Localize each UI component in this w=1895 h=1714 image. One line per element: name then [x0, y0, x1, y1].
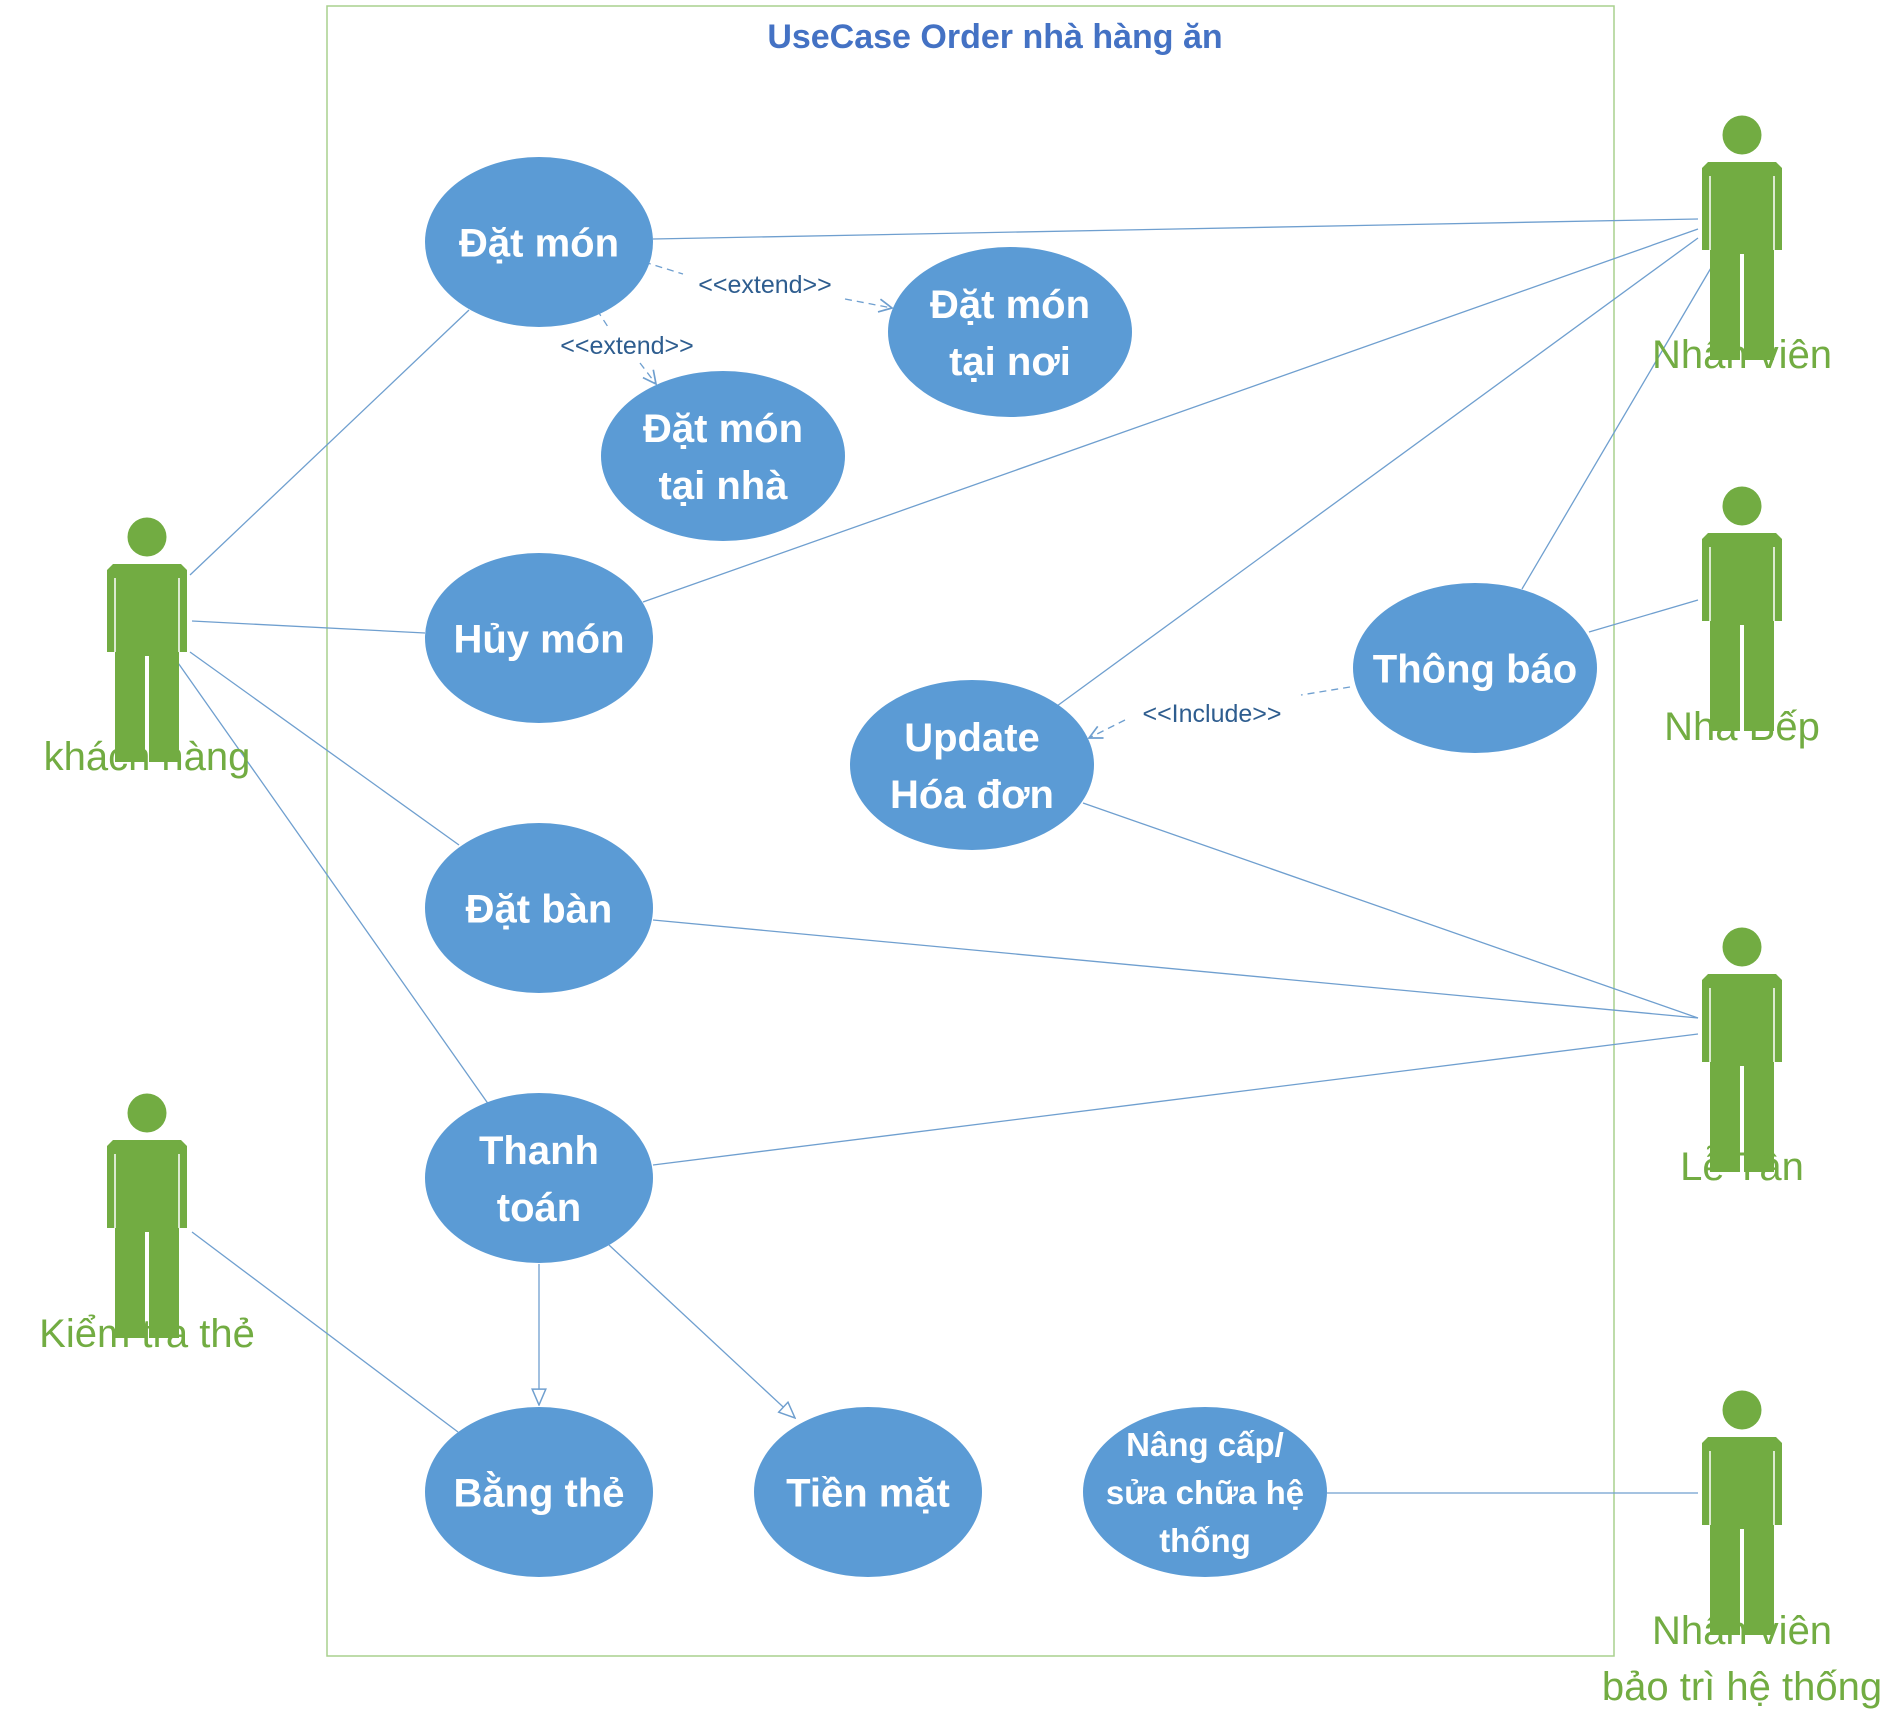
usecase-huy-mon[interactable]: Hủy món [425, 553, 653, 723]
actor-head [1722, 486, 1762, 526]
association-line [189, 651, 460, 846]
association-line [652, 919, 1699, 1019]
association-line [189, 309, 470, 576]
usecase-dat-mon[interactable]: Đặt món [425, 157, 653, 327]
usecase-ellipse [425, 1093, 653, 1263]
actor-label: Kiểm tra thẻ [39, 1312, 255, 1356]
actor-label: Nhà Bếp [1664, 705, 1820, 749]
usecase-ellipse [425, 1407, 653, 1577]
usecase-label: sửa chữa hệ [1106, 1474, 1304, 1511]
actor-body [1702, 1437, 1782, 1635]
association-line [191, 1231, 459, 1433]
actor-body [107, 564, 187, 762]
usecase-ellipse [425, 553, 653, 723]
usecase-label: Hủy món [453, 617, 624, 661]
stereotype-label: <<extend>> [698, 271, 831, 299]
dependency-line [844, 298, 892, 308]
association-line [652, 1033, 1699, 1166]
usecase-ellipse [425, 823, 653, 993]
association-line [1588, 599, 1699, 633]
actor-head [127, 517, 167, 557]
usecase-label: Thông báo [1373, 647, 1577, 691]
usecase-label: Đặt món [930, 283, 1090, 327]
actor-head [1722, 927, 1762, 967]
usecase-thanh-toan[interactable]: Thanh toán [425, 1093, 653, 1263]
dependency-line [1089, 719, 1126, 738]
usecase-label: Bằng thẻ [453, 1469, 624, 1515]
actor-label: Lễ Tân [1680, 1144, 1804, 1189]
usecase-nang-cap[interactable]: Nâng cấp/sửa chữa hệ thống [1083, 1407, 1327, 1577]
usecase-bang-the[interactable]: Bằng thẻ [425, 1407, 653, 1577]
relations-layer: <<extend>> <<extend>> <<Include>> [175, 218, 1719, 1494]
usecase-ellipse [850, 680, 1094, 850]
stereotype-label: <<extend>> [560, 332, 693, 360]
usecase-label: thống [1159, 1522, 1251, 1559]
usecase-ellipse [1083, 1407, 1327, 1577]
actor-body [1702, 533, 1782, 731]
usecase-ellipse [601, 371, 845, 541]
actor-head [127, 1093, 167, 1133]
usecase-ellipse [754, 1407, 982, 1577]
actor-label: khách hàng [44, 735, 251, 779]
dependency-line [639, 362, 656, 384]
dependency-line [1300, 686, 1351, 696]
usecase-thong-bao[interactable]: Thông báo [1353, 583, 1597, 753]
usecase-dat-mon-tai-nha[interactable]: Đặt món tại nhà [601, 371, 845, 541]
association-line [1056, 237, 1699, 707]
actor-nhan-vien[interactable]: Nhân viên [1652, 115, 1832, 378]
actor-head [1722, 1390, 1762, 1430]
usecase-ellipse [888, 247, 1132, 417]
usecase-label: tại nơi [949, 340, 1071, 384]
actor-kiem-tra-the[interactable]: Kiểm tra thẻ [39, 1093, 255, 1357]
association-line [191, 620, 426, 634]
usecase-label: toán [497, 1186, 581, 1230]
stereotype-label: <<Include>> [1142, 700, 1281, 728]
actor-label: bảo trì hệ thống [1602, 1665, 1882, 1709]
association-line [175, 659, 490, 1106]
usecase-label: Đặt món [643, 407, 803, 451]
usecase-tien-mat[interactable]: Tiền mặt [754, 1407, 982, 1577]
system-boundary [326, 5, 1615, 1657]
usecase-label: Hóa đơn [890, 773, 1054, 817]
usecase-label: Update [904, 716, 1040, 760]
association-line [642, 228, 1699, 603]
actor-head [1722, 115, 1762, 155]
diagram-title: UseCase Order nhà hàng ăn [767, 18, 1222, 56]
usecase-label: tại nhà [659, 464, 789, 508]
actor-le-tan[interactable]: Lễ Tân [1680, 927, 1804, 1190]
usecase-dat-mon-tai-noi[interactable]: Đặt món tại nơi [888, 247, 1132, 417]
actor-label: Nhân viên [1652, 333, 1832, 377]
usecase-ellipse [1353, 583, 1597, 753]
usecase-label: Đặt bàn [466, 887, 613, 931]
usecase-label: Đặt món [459, 221, 619, 265]
usecase-ellipse [425, 157, 653, 327]
association-line [1082, 802, 1699, 1019]
usecase-label: Tiền mặt [786, 1471, 950, 1515]
actor-khach-hang[interactable]: khách hàng [44, 517, 251, 780]
usecase-label: Thanh [479, 1129, 599, 1173]
actor-body [1702, 974, 1782, 1172]
actor-body [1702, 162, 1782, 360]
usecase-label: Nâng cấp/ [1126, 1426, 1284, 1463]
actor-nv-bao-tri[interactable]: Nhân viên bảo trì hệ thống [1602, 1390, 1882, 1710]
actor-body [107, 1140, 187, 1338]
usecase-dat-ban[interactable]: Đặt bàn [425, 823, 653, 993]
generalization-line [608, 1244, 795, 1418]
association-line [652, 218, 1699, 240]
actor-nha-bep[interactable]: Nhà Bếp [1664, 486, 1820, 750]
actor-label: Nhân viên [1652, 1609, 1832, 1653]
association-line [1521, 255, 1719, 590]
dependency-line [643, 261, 684, 275]
